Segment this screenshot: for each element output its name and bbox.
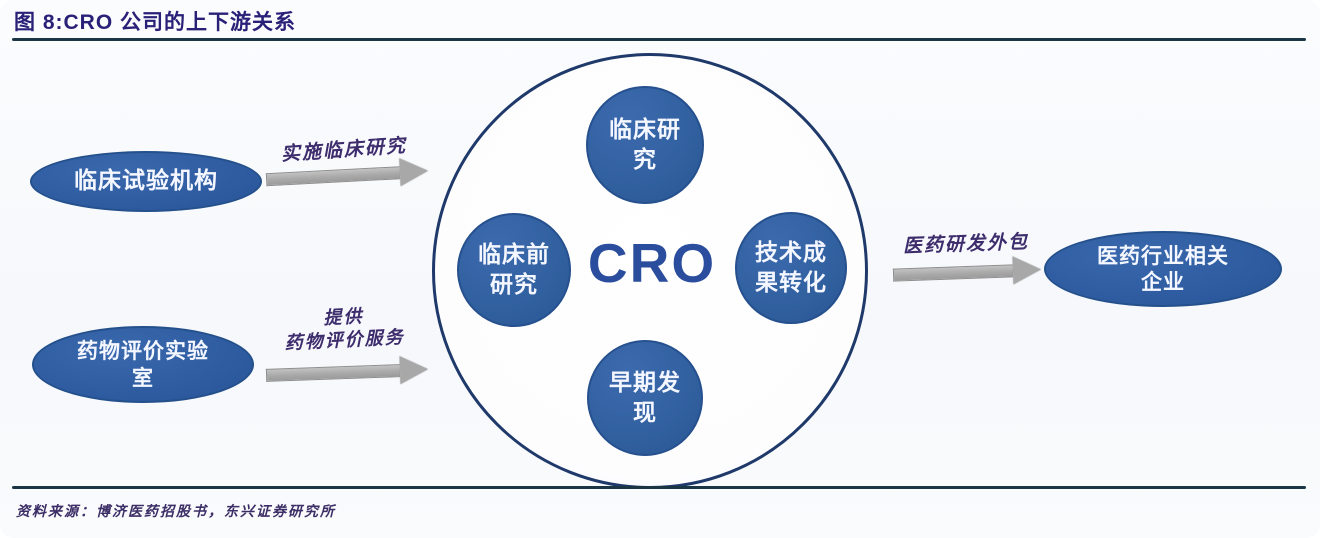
service-technology-transfer: 技术成果转化 (735, 212, 847, 324)
right-arrow-icon (892, 255, 1042, 288)
node-label: 药物评价实验室 (77, 339, 209, 390)
arrow-shaft (265, 363, 401, 382)
cro-label: CRO (587, 232, 717, 294)
node-pharma-related-enterprises: 医药行业相关企业 (1044, 231, 1282, 307)
service-label: 临床研究 (609, 117, 681, 172)
figure-title: 图 8:CRO 公司的上下游关系 (14, 11, 297, 34)
service-preclinical-research: 临床前研究 (457, 213, 571, 327)
footer-divider-line (12, 486, 1306, 489)
arrowhead-icon (399, 355, 429, 385)
right-arrow-icon (265, 355, 429, 389)
arrow-shaft (892, 263, 1014, 282)
arrowhead-icon (1012, 255, 1042, 285)
title-divider-line (12, 38, 1306, 41)
service-label: 技术成果转化 (755, 240, 827, 295)
service-early-discovery: 早期发现 (587, 340, 703, 456)
flow-label-provide-drug-evaluation: 提供 药物评价服务 (257, 302, 431, 356)
source-note: 资料来源：博济医药招股书，东兴证券研究所 (16, 505, 336, 520)
service-clinical-research: 临床研究 (586, 86, 704, 204)
service-label: 早期发现 (609, 370, 681, 425)
service-label: 临床前研究 (478, 242, 550, 297)
arrow-shaft (265, 165, 401, 186)
arrowhead-icon (399, 156, 429, 187)
node-label: 医药行业相关企业 (1097, 243, 1229, 294)
node-drug-evaluation-lab: 药物评价实验室 (32, 326, 254, 403)
node-clinical-trial-institution: 临床试验机构 (30, 151, 262, 212)
node-label: 临床试验机构 (74, 168, 218, 194)
